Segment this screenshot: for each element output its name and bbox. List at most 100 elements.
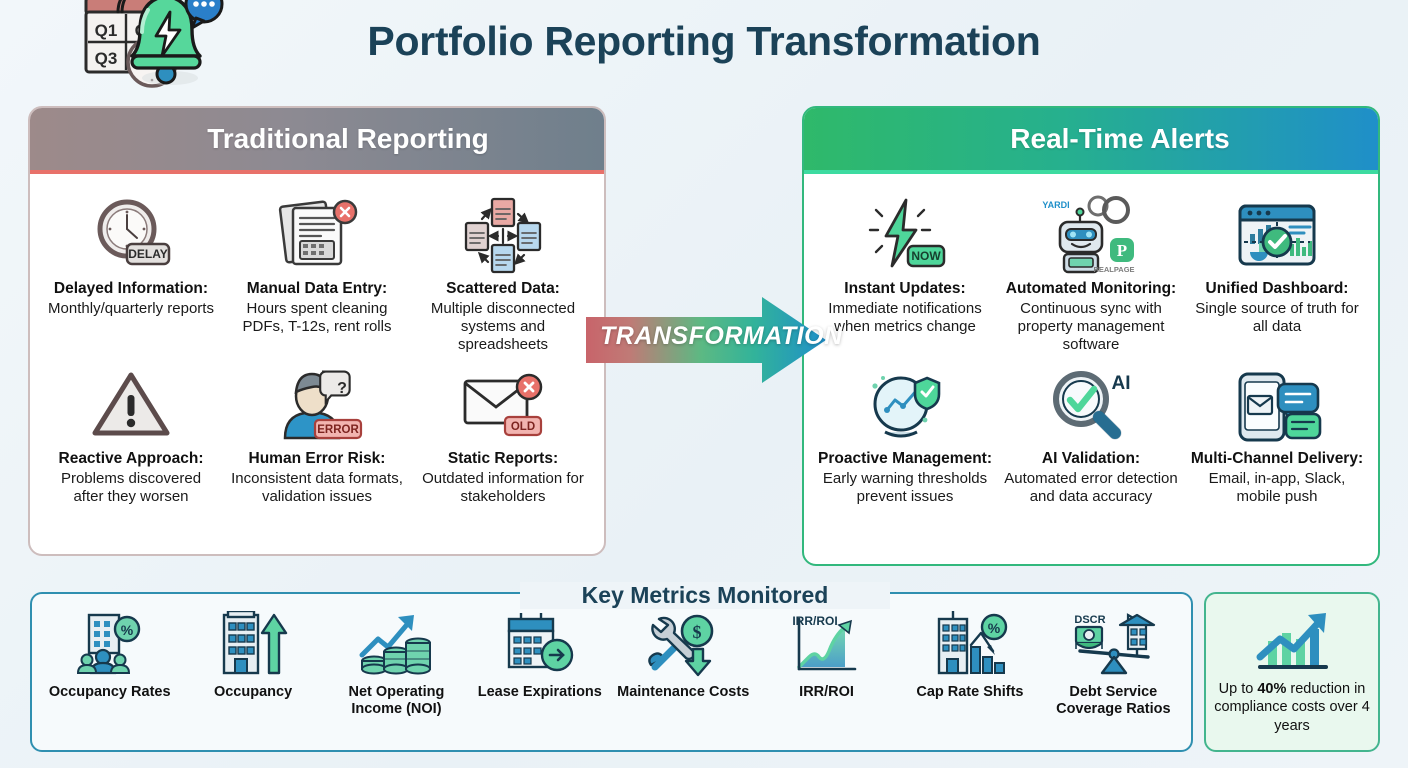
wrench-dollar-down-icon: $ bbox=[645, 608, 721, 680]
delay-badge-text: DELAY bbox=[128, 247, 168, 261]
item-multi-channel-delivery: Multi-Channel Delivery: Email, in-app, S… bbox=[1184, 358, 1370, 510]
item-instant-updates: NOW Instant Updates: Immediate notificat… bbox=[812, 188, 998, 358]
compliance-savings-callout: Up to 40% reduction in compliance costs … bbox=[1204, 592, 1380, 752]
robot-integration-icon: YARDI P REALPAGE bbox=[1036, 192, 1146, 278]
realpage-logo-text: REALPAGE bbox=[1093, 265, 1134, 274]
dscr-scale-icon: DSCR bbox=[1070, 608, 1156, 680]
item-title: Scattered Data: bbox=[446, 280, 560, 297]
callout-text: Up to 40% reduction in compliance costs … bbox=[1206, 680, 1378, 734]
metric-label: Occupancy bbox=[213, 684, 293, 700]
dashboard-check-icon bbox=[1232, 192, 1322, 278]
key-metrics-panel: % Occupancy Rates bbox=[30, 592, 1193, 752]
item-title: Reactive Approach: bbox=[58, 450, 204, 468]
svg-text:?: ? bbox=[337, 380, 347, 397]
key-metrics-grid: % Occupancy Rates bbox=[32, 594, 1191, 750]
traditional-reporting-panel: Traditional Reporting DELAY bbox=[28, 106, 606, 556]
item-title: Manual Data Entry: bbox=[246, 280, 388, 297]
item-title: Human Error Risk: bbox=[248, 450, 386, 468]
item-proactive-management: Proactive Management: Early warning thre… bbox=[812, 358, 998, 510]
item-desc: Continuous sync with property management… bbox=[1017, 299, 1165, 354]
item-desc: Single source of truth for all data bbox=[1195, 299, 1359, 335]
item-desc: Early warning thresholds prevent issues bbox=[822, 470, 988, 506]
bell-bolt-notification-icon bbox=[104, 0, 228, 99]
real-time-alerts-panel: Real-Time Alerts NOW Instant Updates: bbox=[802, 106, 1380, 566]
cap-rate-percent-icon: % bbox=[931, 608, 1009, 680]
documents-calculator-error-icon bbox=[273, 192, 361, 278]
person-error-icon: ? ERROR bbox=[271, 362, 363, 448]
metric-dscr: DSCR bbox=[1042, 608, 1185, 742]
svg-text:$: $ bbox=[693, 622, 702, 642]
traditional-items-grid: DELAY Delayed Information: Monthly/quart… bbox=[30, 174, 604, 517]
item-title: AI Validation: bbox=[1041, 450, 1141, 468]
item-title: Static Reports: bbox=[447, 450, 559, 468]
svg-text:P: P bbox=[1117, 241, 1127, 260]
building-up-arrow-icon bbox=[218, 608, 288, 680]
metric-label: Cap Rate Shifts bbox=[916, 684, 1024, 700]
irr-roi-label-text: IRR/ROI bbox=[792, 614, 837, 628]
metric-maintenance-costs: $ Maintenance Costs bbox=[612, 608, 755, 742]
svg-text:%: % bbox=[120, 622, 133, 638]
item-reactive-approach: Reactive Approach: Problems discovered a… bbox=[38, 358, 224, 510]
irr-roi-chart-icon: IRR/ROI bbox=[789, 608, 865, 680]
error-badge-text: ERROR bbox=[317, 424, 359, 436]
metric-label: Maintenance Costs bbox=[617, 684, 750, 700]
item-desc: Immediate notifications when metrics cha… bbox=[828, 299, 982, 335]
key-metrics-title: Key Metrics Monitored bbox=[520, 582, 890, 609]
metric-net-operating-income: Net Operating Income (NOI) bbox=[325, 608, 468, 742]
item-scattered-data: Scattered Data: Multiple disconnected sy… bbox=[410, 188, 596, 358]
now-badge-text: NOW bbox=[911, 249, 941, 263]
metric-occupancy-rates: % Occupancy Rates bbox=[38, 608, 181, 742]
yardi-logo-text: YARDI bbox=[1042, 200, 1069, 210]
scattered-documents-icon bbox=[460, 192, 546, 278]
callout-suffix: reduction in compliance costs over 4 yea… bbox=[1214, 681, 1370, 734]
item-desc: Inconsistent data formats, validation is… bbox=[231, 470, 403, 506]
item-desc: Hours spent cleaning PDFs, T-12s, rent r… bbox=[242, 299, 392, 335]
svg-text:Q3: Q3 bbox=[95, 49, 118, 68]
metric-lease-expirations: Lease Expirations bbox=[468, 608, 611, 742]
item-title: Multi-Channel Delivery: bbox=[1190, 450, 1364, 468]
svg-text:Q1: Q1 bbox=[95, 21, 118, 40]
transformation-arrow bbox=[586, 297, 826, 383]
metric-label: IRR/ROI bbox=[799, 684, 854, 700]
item-ai-validation: AI AI Validation: Automated error detect… bbox=[998, 358, 1184, 510]
noi-coins-trend-icon bbox=[358, 608, 434, 680]
page-title: Portfolio Reporting Transformation bbox=[367, 18, 1041, 64]
metric-label: Lease Expirations bbox=[477, 684, 602, 700]
dscr-label-text: DSCR bbox=[1075, 614, 1106, 626]
callout-highlight: 40% bbox=[1257, 681, 1287, 698]
item-title: Delayed Information: bbox=[53, 280, 209, 297]
item-desc: Multiple disconnected systems and spread… bbox=[430, 299, 576, 354]
metric-label: Debt Service Coverage Ratios bbox=[1056, 684, 1171, 718]
metric-irr-roi: IRR/ROI IRR/ROI bbox=[755, 608, 898, 742]
traditional-reporting-title: Traditional Reporting bbox=[207, 123, 489, 154]
item-title: Instant Updates: bbox=[844, 280, 966, 297]
callout-prefix: Up to bbox=[1218, 681, 1258, 698]
item-manual-data-entry: Manual Data Entry: Hours spent cleaning … bbox=[224, 188, 410, 358]
item-unified-dashboard: Unified Dashboard: Single source of trut… bbox=[1184, 188, 1370, 358]
metric-label: Occupancy Rates bbox=[48, 684, 171, 700]
mobile-multichannel-icon bbox=[1230, 362, 1324, 448]
item-desc: Monthly/quarterly reports bbox=[48, 299, 214, 317]
item-title: Automated Monitoring: bbox=[1005, 280, 1177, 297]
svg-text:%: % bbox=[988, 620, 1001, 636]
metric-cap-rate-shifts: % Cap Rate Shifts bbox=[898, 608, 1041, 742]
clock-delay-icon: DELAY bbox=[89, 192, 173, 278]
real-time-alerts-header: Real-Time Alerts bbox=[804, 108, 1378, 174]
item-delayed-information: DELAY Delayed Information: Monthly/quart… bbox=[38, 188, 224, 358]
warning-triangle-icon bbox=[89, 362, 173, 448]
envelope-old-icon: OLD bbox=[457, 362, 549, 448]
item-desc: Problems discovered after they worsen bbox=[60, 470, 202, 506]
item-title: Proactive Management: bbox=[818, 450, 992, 468]
item-human-error-risk: ? ERROR Human Error Risk: Inconsistent d… bbox=[224, 358, 410, 510]
old-badge-text: OLD bbox=[511, 421, 535, 433]
real-time-alerts-title: Real-Time Alerts bbox=[1010, 123, 1230, 154]
lightning-now-icon: NOW bbox=[862, 192, 948, 278]
item-automated-monitoring: YARDI P REALPAGE bbox=[998, 188, 1184, 358]
growth-bar-arrow-icon bbox=[1246, 609, 1338, 676]
occupancy-rate-people-icon: % bbox=[73, 608, 147, 680]
transformation-label: TRANSFORMATION bbox=[600, 322, 843, 350]
real-time-items-grid: NOW Instant Updates: Immediate notificat… bbox=[804, 174, 1378, 517]
item-desc: Email, in-app, Slack, mobile push bbox=[1208, 470, 1346, 506]
calendar-expiry-icon bbox=[503, 608, 577, 680]
